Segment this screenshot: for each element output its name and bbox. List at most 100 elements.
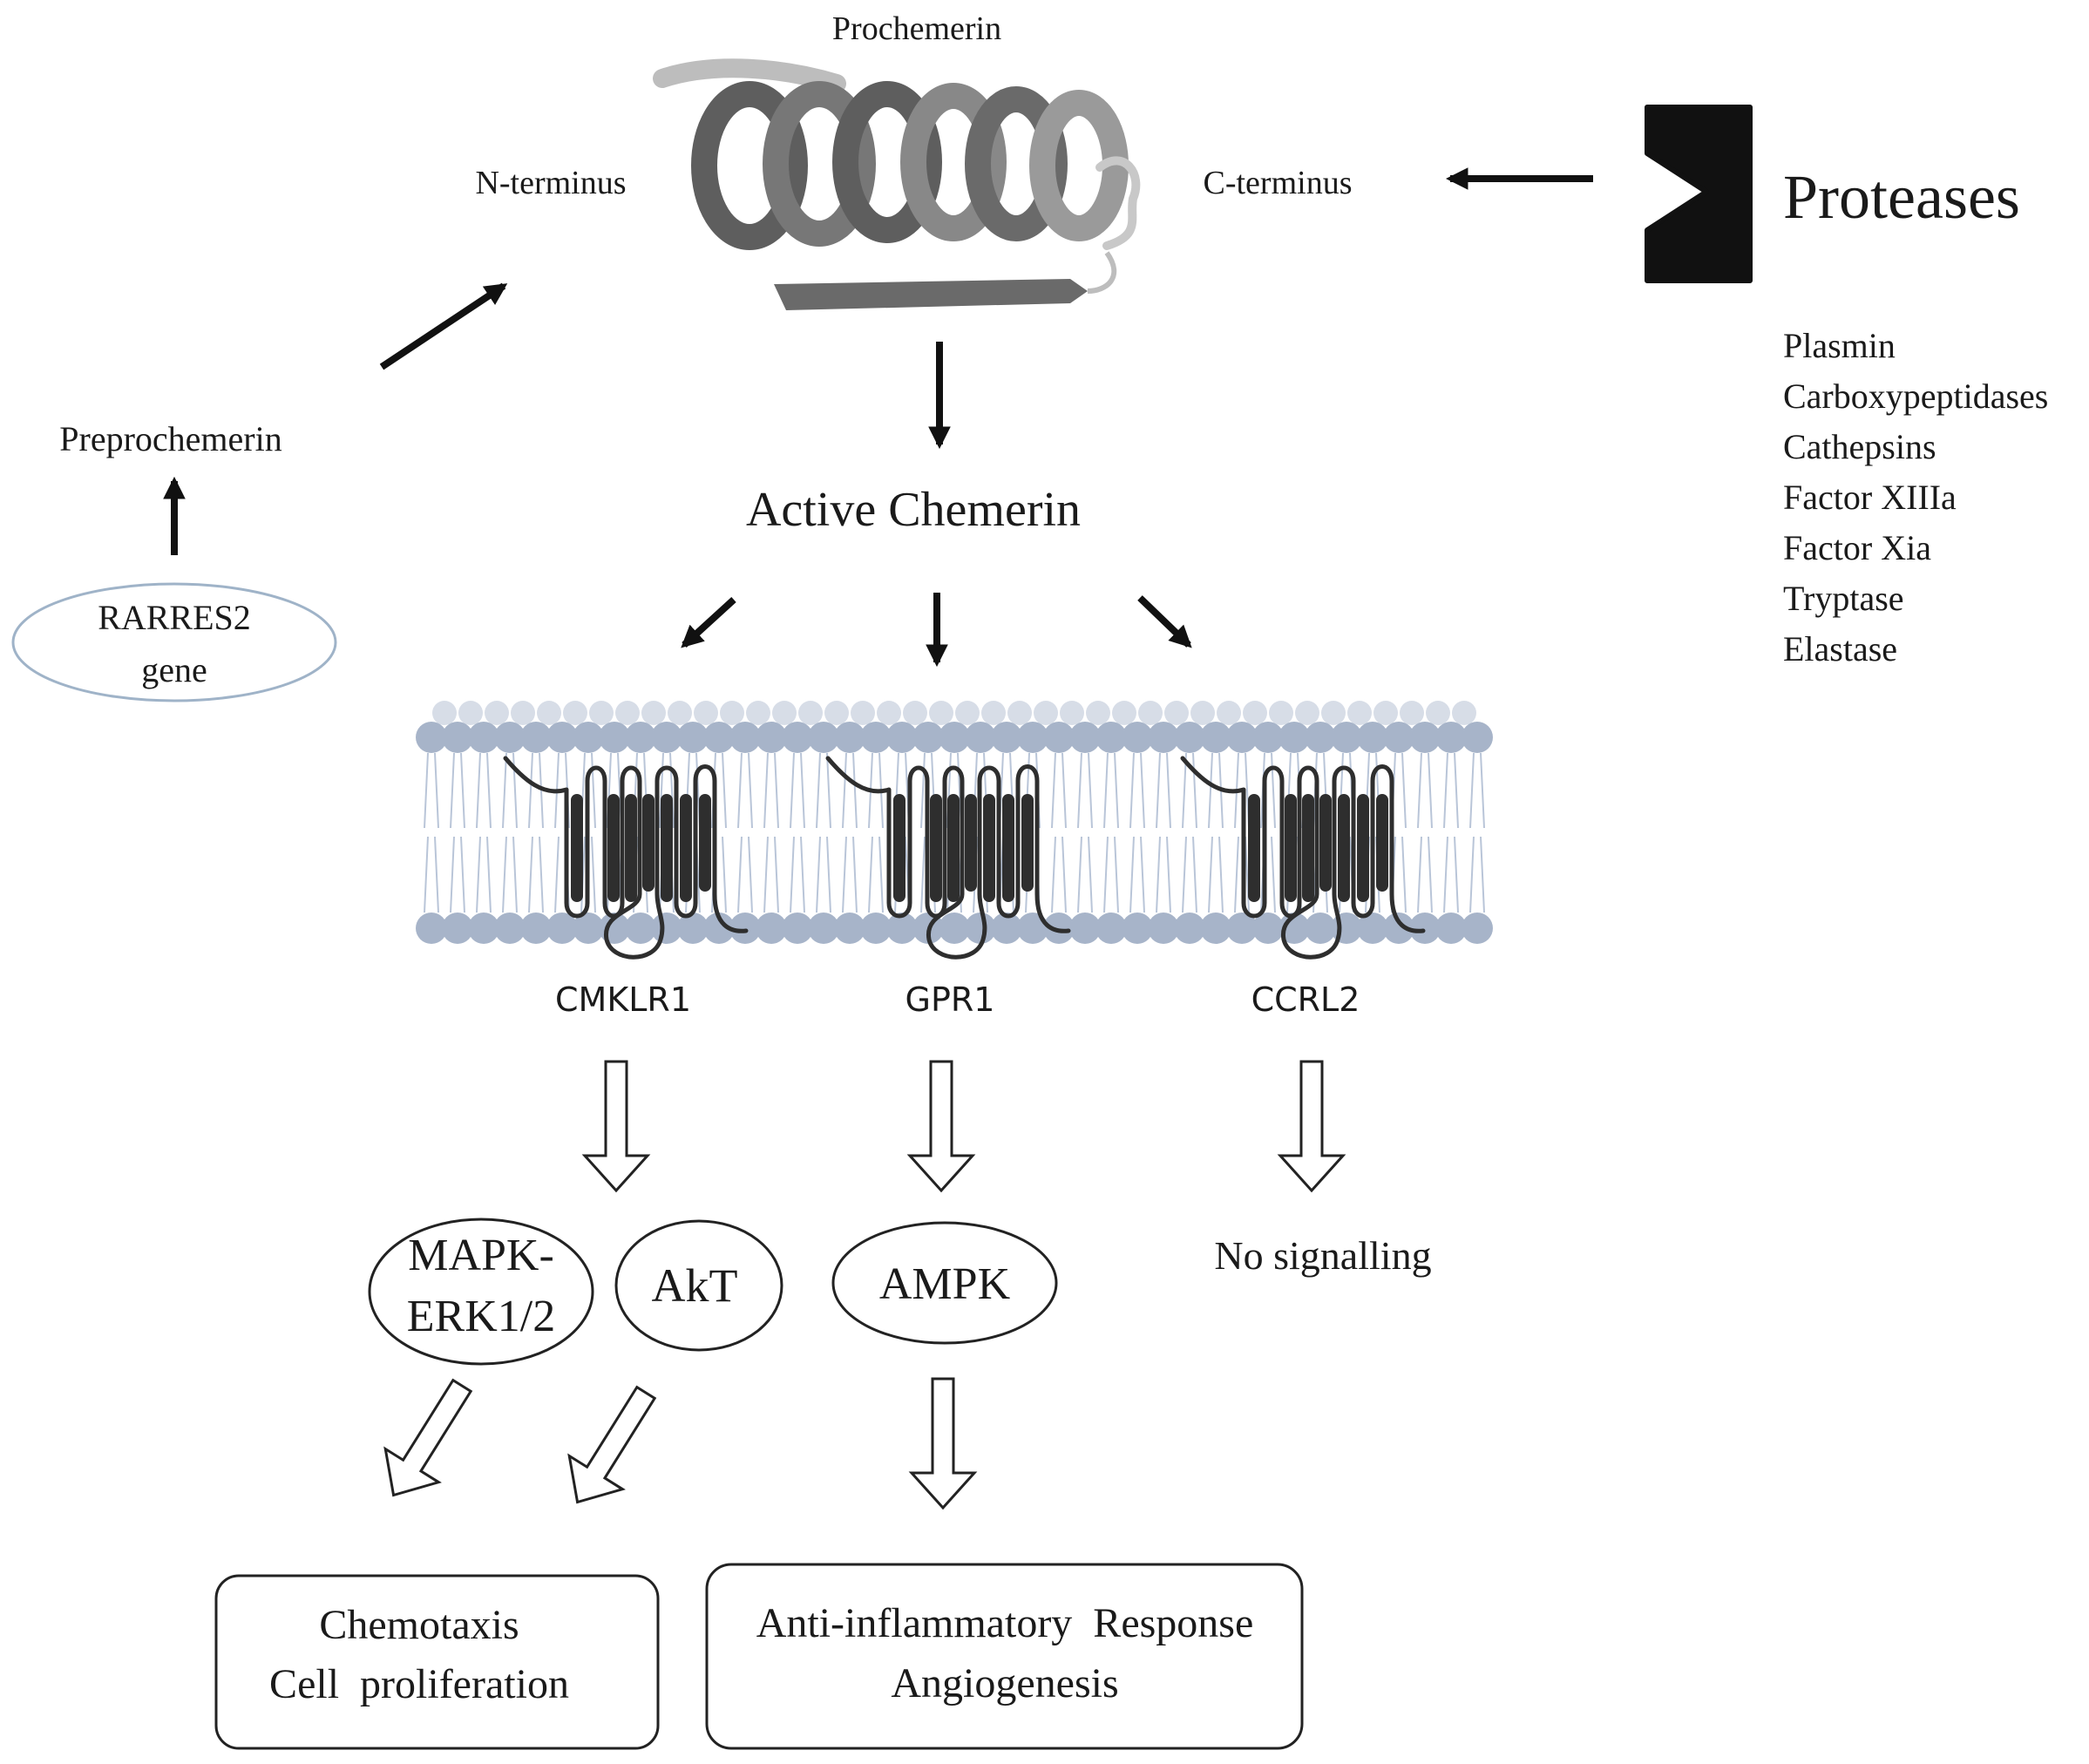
ampk-label: AMPK: [879, 1259, 1011, 1309]
lipid-head: [1226, 722, 1258, 753]
lipid-head-back: [798, 701, 823, 725]
lipid-head: [1069, 722, 1101, 753]
lipid-head: [991, 722, 1022, 753]
lipid-head: [1148, 913, 1179, 944]
lipid-head-back: [1086, 701, 1110, 725]
protease-item: Elastase: [1783, 629, 1897, 668]
lipid-tail: [1051, 836, 1067, 913]
lipid-tail: [1051, 752, 1067, 829]
lipid-head: [965, 913, 996, 944]
lipid-head-back: [851, 701, 875, 725]
lipid-tail: [1129, 752, 1145, 829]
lipid-head: [520, 913, 552, 944]
lipid-head: [599, 722, 630, 753]
lipid-head: [1383, 722, 1414, 753]
receptor-label-cmklr1: CMKLR1: [555, 980, 691, 1019]
lipid-tail: [1077, 836, 1093, 913]
protease-item: Carboxypeptidases: [1783, 377, 2048, 416]
protease-item: Cathepsins: [1783, 427, 1936, 466]
lipid-head: [494, 913, 526, 944]
outcome-box-anti-inflammatory: [705, 1563, 1304, 1750]
lipid-tail: [1077, 752, 1093, 829]
gene-name-line1: RARRES2: [98, 598, 251, 637]
lipid-head: [1278, 722, 1310, 753]
lipid-head: [416, 722, 447, 753]
lipid-head: [1462, 913, 1493, 944]
lipid-head-back: [955, 701, 980, 725]
lipid-head-back: [746, 701, 770, 725]
lipid-head-back: [511, 701, 535, 725]
mapk-erk-ellipse: [368, 1218, 594, 1366]
lipid-tail: [763, 836, 779, 913]
lipid-head: [625, 913, 656, 944]
lipid-head-back: [1295, 701, 1319, 725]
lipid-head: [677, 913, 709, 944]
lipid-head-back: [1400, 701, 1424, 725]
outcome-box-chemotaxis: [214, 1574, 660, 1750]
lipid-head-back: [1452, 701, 1476, 725]
ampk-to-outcome-arrow: [910, 1377, 976, 1510]
lipid-head-back: [929, 701, 953, 725]
lipid-head: [1095, 913, 1127, 944]
protease-shape: [1645, 105, 1753, 283]
lipid-head-back: [1217, 701, 1241, 725]
lipid-head: [1409, 913, 1441, 944]
lipid-head-back: [615, 701, 640, 725]
lipid-head: [1383, 913, 1414, 944]
lipid-head: [677, 722, 709, 753]
lipid-head: [1148, 722, 1179, 753]
akt-to-outcome-arrow: [549, 1374, 675, 1521]
prochemerin-helix-structure: [653, 58, 1141, 310]
lipid-head: [860, 913, 892, 944]
lipid-head-back: [1243, 701, 1267, 725]
preprochemerin-to-prochemerin-arrow: [379, 282, 508, 370]
lipid-tail: [1469, 752, 1485, 829]
lipid-head: [1435, 722, 1467, 753]
lipid-head-back: [1190, 701, 1215, 725]
akt-label: AkT: [652, 1259, 738, 1312]
active-to-cmklr1-arrow: [681, 597, 736, 648]
lipid-tail: [1103, 836, 1119, 913]
lipid-tail: [1417, 752, 1433, 829]
lipid-head: [1069, 913, 1101, 944]
lipid-head: [965, 722, 996, 753]
lipid-head: [573, 722, 604, 753]
lipid-head-back: [1269, 701, 1293, 725]
lipid-head: [1043, 913, 1075, 944]
lipid-head-back: [1164, 701, 1189, 725]
lipid-head: [442, 913, 473, 944]
lipid-head-back: [1347, 701, 1372, 725]
lipid-head: [1226, 913, 1258, 944]
lipid-head: [1357, 913, 1388, 944]
lipid-head: [1305, 913, 1336, 944]
lipid-head: [703, 722, 735, 753]
no-signalling-label: No signalling: [1214, 1233, 1431, 1278]
lipid-head-back: [1138, 701, 1163, 725]
active-to-ccrl2-arrow: [1137, 595, 1192, 648]
lipid-head-back: [485, 701, 509, 725]
gene-name-line2: gene: [141, 650, 207, 689]
lipid-head: [808, 913, 839, 944]
cmklr1-signal-arrow: [583, 1060, 649, 1192]
lipid-head: [808, 722, 839, 753]
lipid-head: [834, 913, 865, 944]
protease-item: Tryptase: [1783, 579, 1904, 618]
ccrl2-signal-arrow: [1278, 1060, 1345, 1192]
lipid-tail: [1129, 836, 1145, 913]
lipid-tail: [424, 836, 439, 913]
lipid-tail: [790, 752, 805, 829]
lipid-head: [651, 913, 682, 944]
lipid-tail: [868, 836, 884, 913]
cell-membrane: [416, 701, 1493, 944]
lipid-tail: [816, 752, 831, 829]
lipid-head: [860, 722, 892, 753]
outcome-anti-inflammatory-line2: Angiogenesis: [891, 1660, 1118, 1706]
lipid-head: [756, 913, 787, 944]
proteases-title: Proteases: [1783, 162, 2020, 232]
lipid-tail: [450, 836, 465, 913]
lipid-head: [468, 913, 499, 944]
lipid-head-back: [720, 701, 744, 725]
akt-ellipse: [614, 1219, 783, 1352]
lipid-head: [1252, 913, 1284, 944]
receptor-label-ccrl2: CCRL2: [1251, 980, 1360, 1019]
